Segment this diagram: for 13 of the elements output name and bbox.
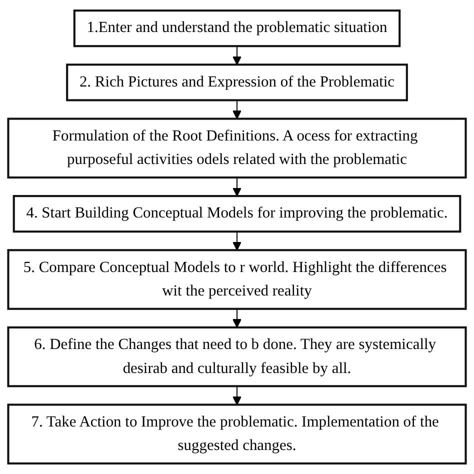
arrow: [232, 308, 242, 328]
arrow: [232, 232, 242, 251]
node-box: 1.Enter and understand the problematic situation: [73, 10, 401, 48]
arrow: [232, 100, 242, 120]
arrow: [232, 386, 242, 406]
node-box: 2. Rich Pictures and Expression of the Problematic: [66, 64, 408, 102]
node-box: 7. Take Action to Improve the problematic. Implementation of the suggested changes.: [7, 404, 467, 464]
arrow: [232, 178, 242, 196]
arrow: [232, 46, 242, 66]
node-box: 5. Compare Conceptual Models to r world. Highlight the differences wit the perceived reality: [7, 249, 467, 310]
node-box: 6. Define the Changes that need to b done. They are systemically desirab and culturally feasible by all.: [7, 326, 467, 388]
node-box: Formulation of the Root Definitions. A ocess for extracting purposeful activities odels related with the problematic: [7, 118, 467, 179]
node-box: 4. Start Building Conceptual Models for improving the problematic.: [12, 195, 462, 233]
